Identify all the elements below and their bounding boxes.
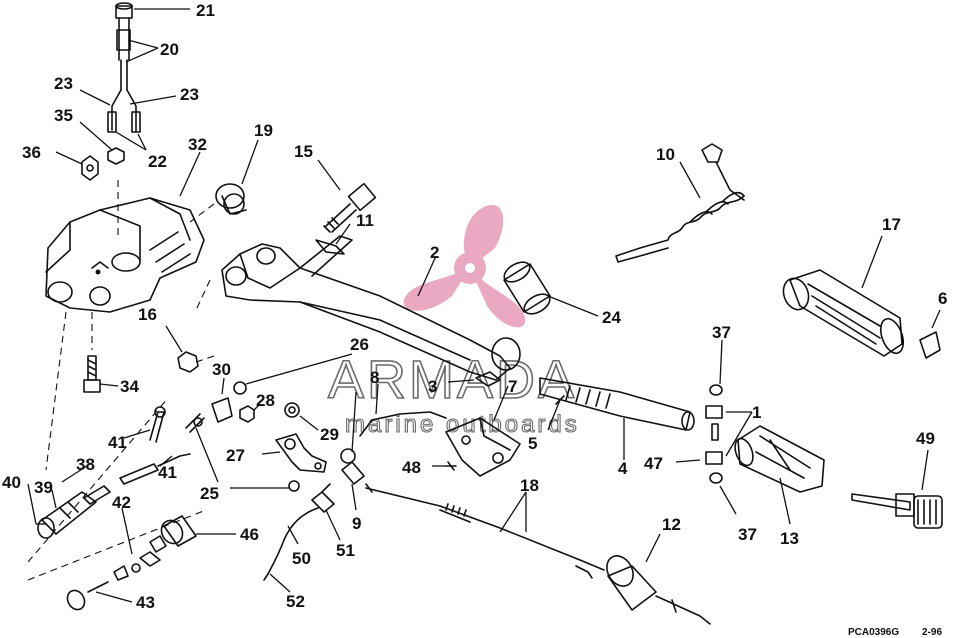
throttle-grip-17 [782, 269, 905, 357]
wire-50 [263, 507, 319, 581]
callout-11: 11 [356, 211, 374, 230]
callout-37-top: 37 [712, 323, 731, 342]
callout-46: 46 [240, 525, 259, 544]
drawing-code: PCA0396G [848, 627, 899, 638]
watermark-tagline: marine outboards [345, 411, 580, 438]
knob-46 [149, 515, 197, 553]
nut-28 [239, 405, 255, 423]
spring-9 [340, 448, 365, 485]
callout-47: 47 [644, 454, 663, 473]
bushing-37-top [709, 384, 723, 396]
callout-22: 22 [148, 152, 167, 171]
callout-52: 52 [286, 592, 305, 611]
callout-35: 35 [54, 106, 73, 125]
callout-41-lower: 41 [158, 463, 177, 482]
drawing-date: 2-96 [922, 627, 942, 638]
plunger-42 [113, 551, 161, 581]
switch-51 [311, 483, 335, 513]
callout-17: 17 [882, 215, 901, 234]
wire-8 [359, 411, 447, 437]
bushing-37-bottom [709, 472, 723, 484]
callout-21: 21 [196, 1, 215, 20]
nut-36 [81, 155, 99, 181]
cable-18 [365, 483, 605, 579]
wire-terminal-41-lower [119, 453, 191, 485]
cable-end-12 [606, 555, 711, 625]
callout-40: 40 [2, 473, 21, 492]
callout-20: 20 [160, 40, 179, 59]
lanyard-10 [615, 143, 745, 263]
bushing-19 [215, 183, 247, 215]
callout-19: 19 [254, 121, 273, 140]
callout-labels: 21 20 23 23 35 36 22 32 19 15 11 2 24 10… [2, 1, 947, 612]
callout-8: 8 [370, 368, 379, 387]
callout-38: 38 [76, 455, 95, 474]
callout-23-right: 23 [180, 85, 199, 104]
callout-41-upper: 41 [108, 433, 127, 452]
callout-6: 6 [938, 289, 947, 308]
bushing-1 [705, 405, 723, 419]
callout-24: 24 [602, 308, 621, 327]
callout-30: 30 [212, 360, 231, 379]
callout-23-left: 23 [54, 74, 73, 93]
choke-knob-49 [851, 493, 943, 529]
callout-7: 7 [508, 377, 517, 396]
bracket-3 [475, 371, 501, 387]
screw-25 [185, 413, 205, 433]
washer-30 [211, 397, 233, 423]
wire-terminal-41-upper [149, 406, 166, 443]
stop-switch-assembly [107, 2, 141, 133]
callout-43: 43 [136, 593, 155, 612]
cam-link-27 [275, 433, 327, 473]
nut-35 [107, 147, 125, 165]
plug-6 [919, 331, 941, 359]
callout-9: 9 [352, 514, 361, 533]
pin-38 [83, 485, 111, 505]
callout-4: 4 [618, 459, 628, 478]
callout-36: 36 [22, 143, 41, 162]
callout-13: 13 [780, 529, 799, 548]
callout-42: 42 [112, 493, 131, 512]
callout-28: 28 [256, 391, 275, 410]
connector-39 [37, 491, 97, 539]
callout-16: 16 [138, 305, 157, 324]
throttle-shaft-4 [539, 377, 695, 431]
nut-16 [177, 351, 199, 373]
callout-10: 10 [656, 145, 675, 164]
throttle-housing-13 [734, 425, 825, 493]
plate-7 [445, 417, 521, 477]
bolt-34 [83, 355, 101, 393]
washer-43 [66, 581, 109, 611]
bushing-47 [705, 451, 723, 465]
watermark-brand: ARMADA [328, 350, 577, 410]
washer-26 [233, 381, 247, 395]
propeller-logo-watermark [403, 204, 526, 328]
bolt-15 [323, 182, 377, 233]
callout-26: 26 [350, 335, 369, 354]
tiller-arm-2 [221, 235, 521, 381]
tiller-bracket-32 [45, 197, 205, 313]
callout-51: 51 [336, 541, 355, 560]
callout-34: 34 [120, 377, 139, 396]
callout-25: 25 [200, 484, 219, 503]
callout-48: 48 [402, 458, 421, 477]
callout-15: 15 [294, 142, 313, 161]
callout-50: 50 [292, 549, 311, 568]
callout-29: 29 [320, 425, 339, 444]
callout-3: 3 [428, 377, 437, 396]
callout-27: 27 [226, 446, 245, 465]
callout-2: 2 [430, 243, 439, 262]
callout-5: 5 [528, 434, 537, 453]
callout-37-bottom: 37 [738, 525, 757, 544]
callout-32: 32 [188, 135, 207, 154]
callout-1: 1 [752, 403, 761, 422]
callout-39: 39 [34, 478, 53, 497]
callout-12: 12 [662, 515, 681, 534]
screw-48 [445, 461, 457, 471]
nut-29 [284, 402, 300, 418]
callout-18: 18 [520, 476, 539, 495]
callout-49: 49 [916, 429, 935, 448]
